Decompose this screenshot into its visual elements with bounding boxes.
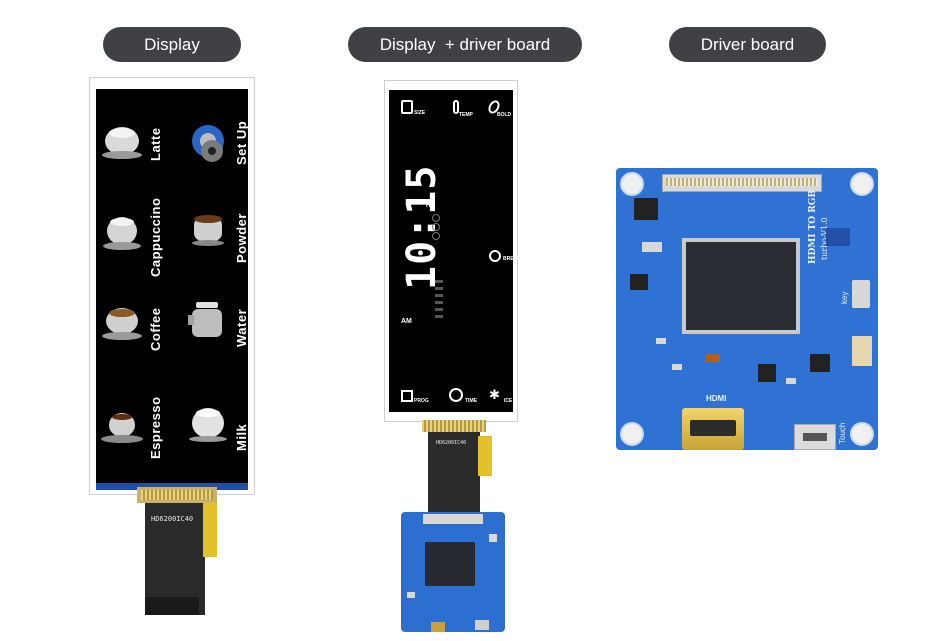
menu-label-setup: Set Up [234,120,249,165]
mount-hole [620,172,644,196]
menu-label-coffee: Coffee [148,307,163,351]
prog-icon [401,390,413,402]
brew-label: BREW [503,256,519,262]
display-driver-label: Display + driver board [348,27,582,62]
time-label: TIME [465,398,477,404]
menu-label-espresso: Espresso [148,396,163,459]
display-fpc: HD6200IC40 [137,487,217,615]
snowflake-icon: ✱ [489,387,500,402]
menu-label-powder: Powder [234,213,249,263]
menu-label-cappuccino: Cappuccino [148,197,163,277]
ice-label: ICE [504,398,513,404]
mount-hole [850,422,874,446]
progress-dots [435,280,443,320]
am-label: AM [401,318,412,325]
menu-label-milk: Milk [234,423,249,451]
size-label: SIZE [414,110,426,116]
menu-label-water: Water [234,308,249,347]
machine-fpc-part-number: HD6200IC40 [436,440,467,446]
thermometer-icon [453,100,459,114]
prog-label: PROG [414,398,429,404]
mount-hole [620,422,644,446]
driver-board: HDMI TO RGB turbo-V1.0 key HDMI Touch [616,168,878,450]
display-edge-strip [96,483,248,490]
espresso-cup-icon [101,413,143,443]
bold-label: BOLD [497,112,512,118]
key-label: key [840,291,849,304]
machine-screen: SIZE TEMP BOLD 10:15 H AM BREW PROG TIME… [389,90,518,412]
strength-dots [429,214,443,254]
touch-port[interactable] [794,424,836,450]
driver-board-label: Driver board [669,27,826,62]
mount-hole [850,172,874,196]
display-module: Latte Set Up Cappuccino Powder Coffee Wa… [89,77,255,617]
hour-unit: H [426,203,431,209]
small-driver-board [401,512,505,632]
machine-fpc: HD6200IC40 [422,420,498,514]
powder-cup-icon [192,215,224,246]
main-ic [682,238,800,334]
display-driver-module: SIZE TEMP BOLD 10:15 H AM BREW PROG TIME… [384,80,524,635]
silk-title: HDMI TO RGB [808,189,818,264]
fpc-part-number: HD6200IC40 [151,515,194,523]
display-screen: Latte Set Up Cappuccino Powder Coffee Wa… [96,89,249,485]
hdmi-port[interactable] [682,408,744,450]
display-menu-icons [101,125,227,443]
display-label: Display [103,27,241,62]
key-button[interactable] [852,280,870,308]
latte-cup-icon [102,127,142,159]
temp-label: TEMP [459,112,473,118]
kettle-icon [188,302,222,337]
hdmi-label: HDMI [706,394,727,403]
power-icon [489,250,501,262]
gear-icon [192,125,224,162]
cappuccino-cup-icon [103,217,141,250]
menu-label-latte: Latte [148,127,163,161]
size-icon [401,100,413,114]
milk-jug-icon [189,408,227,442]
clock-icon [449,388,463,402]
coffee-cup-icon [102,308,142,340]
touch-label: Touch [838,422,847,444]
